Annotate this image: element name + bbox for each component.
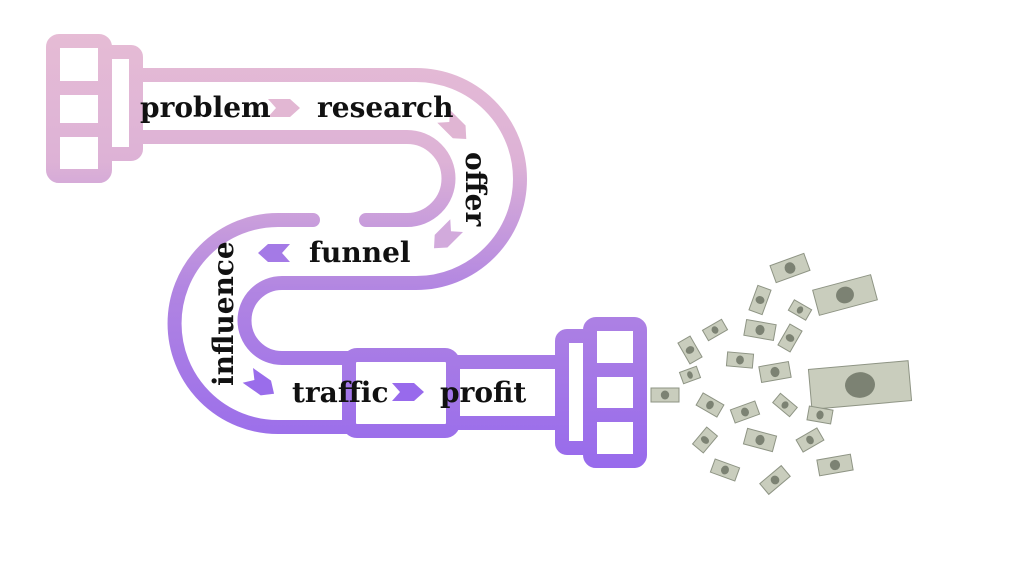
chevron-arrow-icon <box>268 99 300 117</box>
right-cap <box>583 317 647 468</box>
chevron-arrow-icon <box>392 383 424 401</box>
pipe-inner-upper <box>129 130 456 227</box>
money-bill <box>729 400 761 424</box>
step-profit: profit <box>440 376 526 409</box>
money-bill <box>695 392 725 418</box>
left-cap <box>46 34 112 183</box>
money-bill <box>742 427 778 453</box>
step-funnel: funnel <box>309 236 411 269</box>
chevron-arrow-icon <box>258 244 290 262</box>
chevron-arrows <box>242 99 467 401</box>
step-influence: influence <box>207 241 240 386</box>
money-bill <box>678 365 702 385</box>
money-bill <box>806 405 834 425</box>
step-problem: problem <box>140 91 271 124</box>
money-bill <box>650 387 680 403</box>
money-bill <box>769 252 811 284</box>
money-bill <box>677 335 703 365</box>
step-research: research <box>317 91 453 124</box>
money-bill <box>758 360 792 384</box>
left-collar <box>98 45 143 161</box>
step-offer: offer <box>459 152 492 227</box>
chevron-arrow-icon <box>437 110 467 139</box>
money-bill <box>812 274 878 316</box>
money-bill <box>759 464 791 496</box>
money-bill <box>743 318 777 342</box>
money-bill <box>787 299 813 321</box>
pipe-icon <box>46 34 647 468</box>
money-bill <box>772 392 798 418</box>
money-bill <box>816 453 854 477</box>
money-bill <box>701 318 729 342</box>
money-bill <box>691 426 719 454</box>
money-bill <box>795 427 825 453</box>
money-bill <box>777 323 803 353</box>
money-bill <box>725 351 755 369</box>
step-traffic: traffic <box>292 376 389 409</box>
chevron-arrow-icon <box>242 368 275 396</box>
pipe-outer-upper <box>129 68 527 365</box>
money-bills-icon <box>650 252 913 496</box>
pipe-outer-lower <box>167 213 356 434</box>
money-bill <box>807 360 913 410</box>
chevron-arrow-icon <box>434 219 463 249</box>
money-bill <box>709 458 741 482</box>
money-bill <box>748 284 772 316</box>
pipe-joint <box>342 348 460 438</box>
